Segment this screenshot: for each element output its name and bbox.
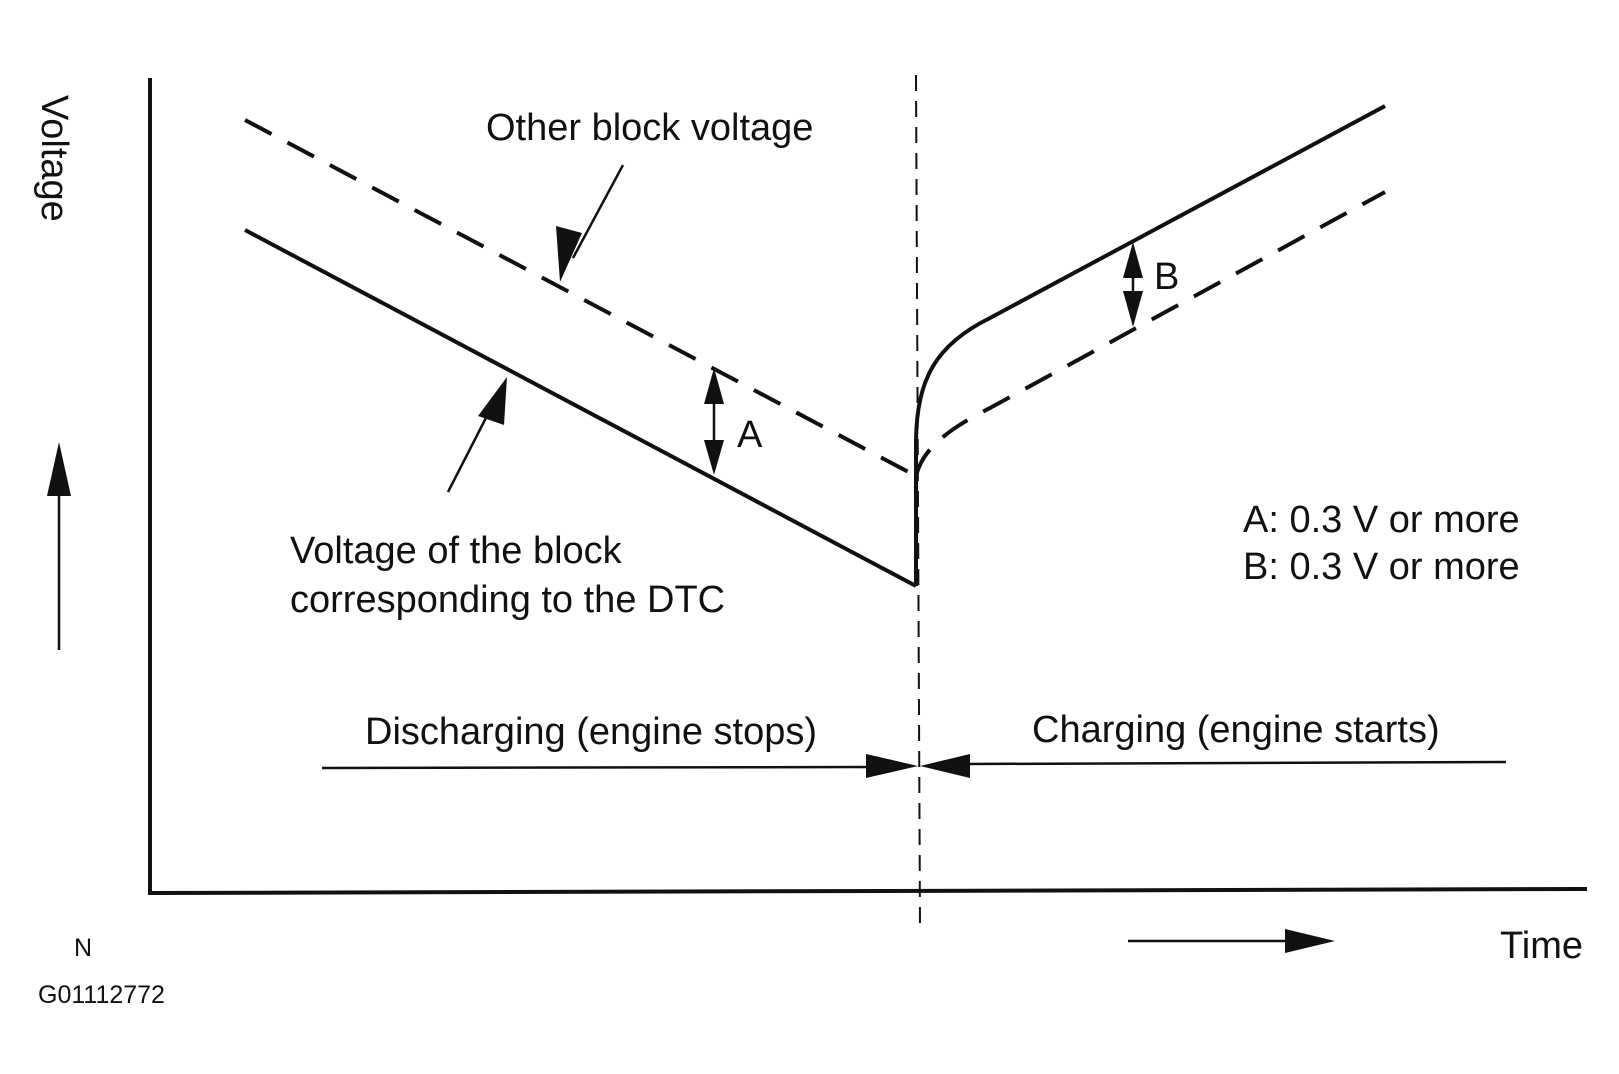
other-block-voltage-charge-curve: [914, 190, 1386, 477]
marker-b-arrow-down: [1123, 291, 1143, 327]
other-block-voltage-discharge-line: [244, 118, 917, 478]
dtc-block-voltage-charge-curve: [914, 104, 1386, 441]
note-b: B: 0.3 V or more: [1243, 546, 1520, 588]
x-direction-arrow-head: [1285, 929, 1335, 953]
marker-b-arrow-up: [1123, 242, 1143, 278]
marker-a-label: A: [737, 414, 763, 456]
dtc-block-label-line2: corresponding to the DTC: [290, 579, 725, 621]
other-block-callout-arrow-head: [556, 226, 582, 282]
y-direction-arrow-head: [47, 442, 71, 496]
other-block-callout-arrow: [571, 164, 625, 259]
discharging-phase-arrow-head: [866, 754, 918, 778]
charging-phase-arrow-head: [920, 754, 970, 778]
x-axis: [149, 887, 1588, 895]
x-axis-label: Time: [1500, 925, 1583, 967]
marker-a-arrow-up: [704, 368, 724, 404]
figure-id-label: G01112772: [38, 981, 165, 1009]
dtc-block-label-line1: Voltage of the block: [290, 530, 623, 572]
dtc-block-callout-arrow: [446, 409, 492, 493]
other-block-voltage-label: Other block voltage: [486, 107, 813, 149]
y-axis-label: Voltage: [33, 95, 75, 222]
note-a: A: 0.3 V or more: [1243, 499, 1520, 541]
discharging-phase-arrow-shaft: [321, 765, 871, 770]
dtc-block-voltage-discharge-line: [244, 228, 917, 588]
charging-label: Charging (engine starts): [1032, 709, 1440, 751]
marker-a-arrow-down: [704, 440, 724, 475]
charging-phase-arrow-shaft: [965, 760, 1507, 766]
discharging-label: Discharging (engine stops): [365, 711, 817, 753]
corner-n-label: N: [74, 934, 92, 962]
dtc-block-callout-arrow-head: [478, 377, 507, 425]
marker-b-label: B: [1154, 256, 1179, 298]
